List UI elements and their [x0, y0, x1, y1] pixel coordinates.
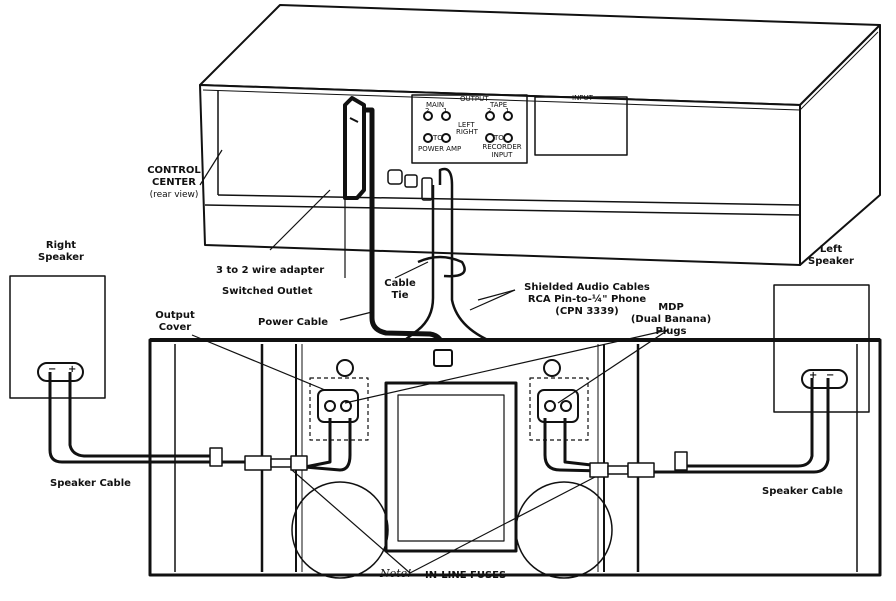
left-speaker-label: Left Speaker — [806, 244, 856, 268]
to-recorder-label: TO — [494, 134, 504, 142]
right-terminal-minus: − — [48, 364, 57, 375]
tape-jack-2-label: 2 — [487, 107, 492, 115]
power-amp-label: POWER AMP — [418, 145, 462, 153]
mdp-line1: MDP — [658, 302, 684, 313]
right-speaker-label: Right Speaker — [36, 240, 86, 264]
left-channel-label: LEFT — [458, 121, 475, 129]
to-power-amp-label: TO — [433, 134, 443, 142]
shielded-cables-label: Shielded Audio Cables RCA Pin-to-¼" Phon… — [512, 282, 662, 318]
left-speaker-line1: Left — [819, 244, 843, 255]
control-center-label: CONTROL CENTER (rear view) — [146, 165, 202, 201]
adapter-label: 3 to 2 wire adapter — [216, 265, 325, 276]
input-panel — [534, 96, 628, 156]
input-sublabel: INPUT — [491, 151, 513, 159]
input-panel-label: INPUT — [572, 94, 593, 102]
control-center-label-line2: CENTER — [152, 177, 196, 188]
mdp-line3: Plugs — [655, 326, 687, 337]
cable-tie-line1: Cable — [384, 278, 416, 289]
inline-fuses-label: IN-LINE FUSES — [425, 570, 507, 581]
left-terminal-plus: + — [809, 370, 818, 381]
leader-lines — [191, 149, 669, 574]
mdp-line2: (Dual Banana) — [630, 314, 712, 325]
output-header-label: OUTPUT — [460, 95, 489, 103]
left-terminal-minus: − — [826, 370, 835, 381]
output-jack-panel — [411, 94, 528, 164]
switched-outlet-label: Switched Outlet — [222, 286, 313, 297]
mdp-sockets — [317, 389, 579, 423]
cable-tie-line2: Tie — [391, 290, 409, 301]
cable-tie-label: Cable Tie — [382, 278, 418, 302]
output-cover-line1: Output — [155, 310, 195, 321]
right-channel-label: RIGHT — [456, 128, 478, 136]
speaker-cables — [48, 372, 830, 474]
tape-jack-1-label: 1 — [505, 107, 510, 115]
recorder-input-label: RECORDER INPUT — [480, 143, 524, 159]
speaker-cable-left-label: Speaker Cable — [50, 478, 131, 489]
amplifier-chassis — [148, 338, 882, 579]
speaker-cable-right-label: Speaker Cable — [762, 486, 843, 497]
right-terminal-plus: + — [68, 364, 77, 375]
output-cover-line2: Cover — [158, 322, 192, 333]
shielded-line2: RCA Pin-to-¼" Phone — [527, 294, 647, 305]
left-speaker-line2: Speaker — [808, 256, 854, 267]
main-jack-1-label: 1 — [443, 107, 448, 115]
output-covers — [309, 377, 589, 441]
note-label: Note! — [380, 567, 412, 580]
tape-label: TAPE — [490, 101, 508, 109]
control-center-label-line1: CONTROL — [147, 165, 201, 176]
right-speaker-box — [9, 275, 106, 399]
left-speaker-box — [773, 284, 870, 413]
control-center-cabinet — [199, 4, 881, 266]
recorder-label: RECORDER — [482, 143, 522, 151]
main-jack-2-label: 2 — [425, 107, 430, 115]
mdp-label: MDP (Dual Banana) Plugs — [626, 302, 716, 338]
right-speaker-line1: Right — [45, 240, 77, 251]
shielded-audio-cables — [344, 167, 551, 370]
inline-fuses — [209, 447, 688, 478]
right-speaker-line2: Speaker — [38, 252, 84, 263]
power-cable-label: Power Cable — [258, 317, 329, 328]
shielded-line1: Shielded Audio Cables — [524, 282, 650, 293]
shielded-line3: (CPN 3339) — [555, 306, 619, 317]
main-label: MAIN — [426, 101, 445, 109]
output-cover-label: Output Cover — [150, 310, 200, 334]
control-center-label-line3: (rear view) — [149, 190, 199, 200]
